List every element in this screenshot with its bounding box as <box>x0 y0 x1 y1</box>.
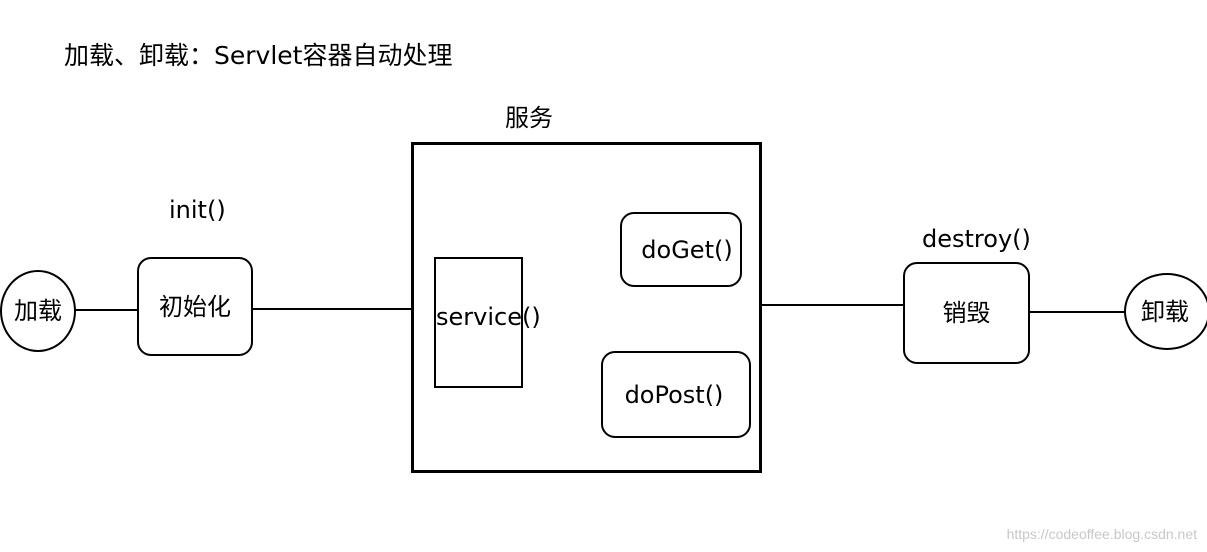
init-label: 初始化 <box>159 292 231 321</box>
doget-node: doGet() <box>620 212 742 287</box>
load-label: 加载 <box>14 297 62 325</box>
destroy-method-label: destroy() <box>922 225 1031 253</box>
dopost-label: doPost() <box>624 380 724 409</box>
init-node: 初始化 <box>137 257 253 356</box>
diagram-title: 加载、卸载：Servlet容器自动处理 <box>64 41 453 70</box>
watermark: https://codeoffee.blog.csdn.net <box>1006 526 1197 542</box>
service-label: service() <box>436 303 541 331</box>
unload-label: 卸载 <box>1141 297 1189 326</box>
init-method-label: init() <box>169 196 226 224</box>
destroy-node: 销毁 <box>903 262 1030 364</box>
service-group-label: 服务 <box>505 104 553 132</box>
service-node <box>434 257 523 388</box>
load-node: 加载 <box>0 270 76 352</box>
destroy-label: 销毁 <box>942 299 991 327</box>
unload-node: 卸载 <box>1124 273 1207 350</box>
dopost-node: doPost() <box>601 351 751 438</box>
doget-label: doGet() <box>641 235 733 264</box>
